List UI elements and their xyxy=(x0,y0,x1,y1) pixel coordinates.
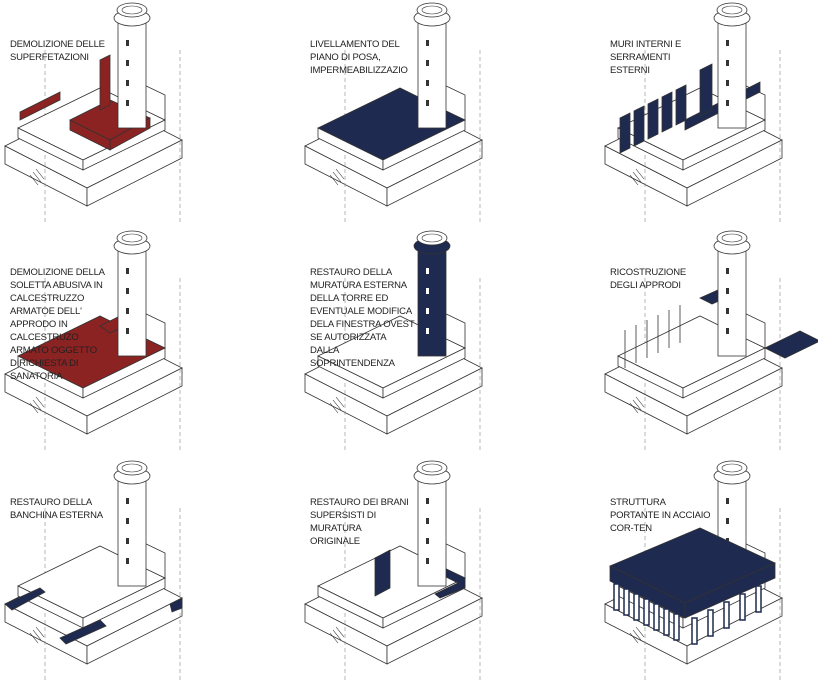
phase-panel-landing-reconstruction: RICOSTRUZIONE DEGLI APPRODI xyxy=(600,228,818,453)
axonometric-drawing xyxy=(604,230,818,453)
lighthouse-tower xyxy=(413,460,451,587)
phase-label: STRUTTURA PORTANTE IN ACCIAIO COR-TEN xyxy=(610,497,711,534)
phase-label: RESTAURO DEI BRANI SUPERSISTI DI MURATUR… xyxy=(310,497,409,547)
lighthouse-tower xyxy=(713,2,751,129)
lighthouse-tower xyxy=(113,460,151,587)
phase-label: RESTAURO DELLA MURATURA ESTERNA DELLA TO… xyxy=(310,267,415,369)
phase-panel-levelling-waterproofing: LIVELLAMENTO DEL PIANO DI POSA, IMPERMEA… xyxy=(300,0,570,225)
phase-label: RESTAURO DELLA BANCHINA ESTERNA xyxy=(10,497,103,521)
lighthouse-tower xyxy=(113,230,151,357)
axonometric-drawing xyxy=(304,230,483,453)
phase-panel-demolition-slab: DEMOLIZIONE DELLA SOLETTA ABUSIVA IN CAL… xyxy=(0,228,270,453)
axonometric-drawing xyxy=(4,2,183,225)
axonometric-drawing xyxy=(604,2,783,225)
lighthouse-tower xyxy=(413,2,451,129)
phase-panel-quay-restoration: RESTAURO DELLA BANCHINA ESTERNA xyxy=(0,458,270,683)
phase-panel-tower-restoration: RESTAURO DELLA MURATURA ESTERNA DELLA TO… xyxy=(300,228,570,453)
phase-label: RICOSTRUZIONE DEGLI APPRODI xyxy=(610,267,687,291)
lighthouse-tower xyxy=(413,230,451,357)
phase-panel-internal-walls-frames: MURI INTERNI E SERRAMENTI ESTERNI xyxy=(600,0,818,225)
phase-label: DEMOLIZIONE DELLE SUPERFETAZIONI xyxy=(10,39,105,63)
lighthouse-tower xyxy=(713,230,751,357)
phase-label: LIVELLAMENTO DEL PIANO DI POSA, IMPERMEA… xyxy=(310,39,408,76)
phase-label: DEMOLIZIONE DELLA SOLETTA ABUSIVA IN CAL… xyxy=(10,267,105,382)
phase-label: MURI INTERNI E SERRAMENTI ESTERNI xyxy=(610,39,682,76)
phase-panel-corten-structure: STRUTTURA PORTANTE IN ACCIAIO COR-TEN xyxy=(600,458,818,683)
axonometric-drawing xyxy=(4,230,183,453)
phase-panel-demolition-superfetations: DEMOLIZIONE DELLE SUPERFETAZIONI xyxy=(0,0,270,225)
axonometric-drawing xyxy=(304,2,483,225)
phase-panel-original-masonry-restoration: RESTAURO DEI BRANI SUPERSISTI DI MURATUR… xyxy=(300,458,570,683)
axonometric-drawing xyxy=(604,460,783,683)
axonometric-drawing xyxy=(304,460,483,683)
axonometric-drawing xyxy=(4,460,183,683)
lighthouse-tower xyxy=(113,2,151,129)
